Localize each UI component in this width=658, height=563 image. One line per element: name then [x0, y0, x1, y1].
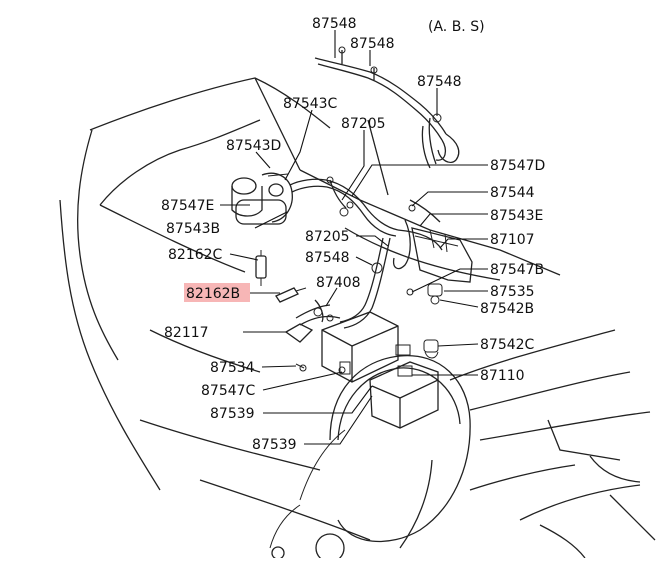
part-label[interactable]: 87543D: [226, 138, 281, 154]
part-label[interactable]: 87548: [350, 36, 395, 52]
highlight-82162B: [184, 283, 250, 302]
part-label[interactable]: 82117: [164, 325, 209, 341]
diagram-heading: (A. B. S): [428, 19, 485, 35]
part-label[interactable]: 87534: [210, 360, 255, 376]
part-label[interactable]: 87547B: [490, 262, 544, 278]
hydraulic-unit-bracket: [411, 227, 473, 359]
part-label[interactable]: 87408: [316, 275, 361, 291]
part-label[interactable]: 87539: [252, 437, 297, 453]
part-label[interactable]: 87542B: [480, 301, 534, 317]
modulator-unit: [321, 311, 439, 429]
part-label-highlighted[interactable]: 82162B: [186, 286, 240, 302]
part-label[interactable]: 87110: [480, 368, 525, 384]
brake-fluid-reservoir: [231, 172, 293, 225]
part-label[interactable]: 87547D: [490, 158, 545, 174]
part-label[interactable]: 82162C: [168, 247, 223, 263]
leader-lines: [220, 30, 488, 445]
part-label[interactable]: 87535: [490, 284, 535, 300]
vehicle-body-outline: [59, 77, 656, 563]
part-label[interactable]: 87539: [210, 406, 255, 422]
part-label[interactable]: 87544: [490, 185, 535, 201]
part-label[interactable]: 87548: [417, 74, 462, 90]
brake-hose-harness: [289, 46, 460, 329]
part-label[interactable]: 87107: [490, 232, 535, 248]
part-label[interactable]: 87542C: [480, 337, 535, 353]
part-label[interactable]: 87548: [312, 16, 357, 32]
part-label[interactable]: 87543B: [166, 221, 220, 237]
part-label[interactable]: 87205: [305, 229, 350, 245]
part-label[interactable]: 87543C: [283, 96, 338, 112]
part-label[interactable]: 87205: [341, 116, 386, 132]
part-label[interactable]: 87547E: [161, 198, 214, 214]
part-label[interactable]: 87548: [305, 250, 350, 266]
part-label[interactable]: 87543E: [490, 208, 543, 224]
wheel-speed-sensor-parts: [255, 250, 346, 374]
part-label[interactable]: 87547C: [201, 383, 256, 399]
